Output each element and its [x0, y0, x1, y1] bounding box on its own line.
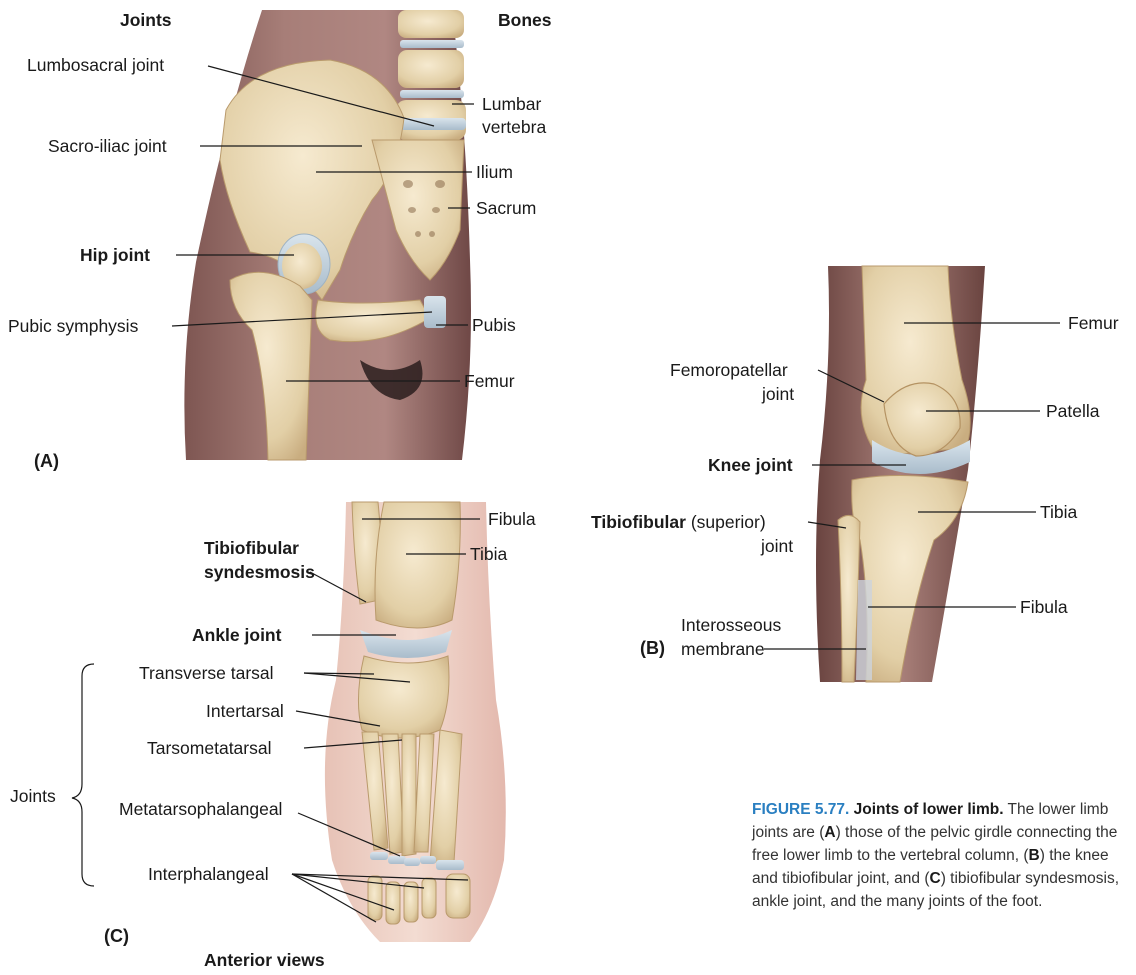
tarsal-bones — [358, 656, 449, 738]
metatarsal-bones — [362, 730, 462, 862]
figure-caption: FIGURE 5.77. Joints of lower limb. The l… — [752, 798, 1124, 913]
panel-b-letter: (B) — [640, 638, 665, 658]
label-fibula-c: Fibula — [488, 509, 536, 529]
lumbar-vertebrae — [396, 10, 466, 140]
label-knee-joint: Knee joint — [708, 455, 793, 475]
label-vertebra: vertebra — [482, 117, 546, 137]
label-tibiofibular: Tibiofibular (superior) — [591, 512, 766, 532]
label-patella: Patella — [1046, 401, 1100, 421]
panel-b-illustration — [816, 266, 985, 682]
header-joints: Joints — [120, 10, 172, 30]
label-tibiofibular-joint: joint — [760, 536, 793, 556]
label-femur-a: Femur — [464, 371, 515, 391]
label-fibula-b: Fibula — [1020, 597, 1068, 617]
label-joints-bracket: Joints — [10, 786, 56, 806]
label-interosseous-membrane: membrane — [681, 639, 765, 659]
label-transverse-tarsal: Transverse tarsal — [139, 663, 274, 683]
label-anterior-views: Anterior views — [204, 950, 325, 970]
label-ankle-joint: Ankle joint — [192, 625, 282, 645]
panel-a-illustration — [184, 10, 471, 460]
joints-brace — [72, 664, 94, 886]
label-ilium: Ilium — [476, 162, 513, 182]
label-syndesmosis-1: Tibiofibular — [204, 538, 299, 558]
caption-ref-a: A — [824, 824, 835, 841]
figure-number: FIGURE 5.77. — [752, 801, 849, 818]
label-lumbar: Lumbar — [482, 94, 542, 114]
figure-title: Joints of lower limb. — [854, 801, 1004, 818]
panel-c-letter: (C) — [104, 926, 129, 946]
label-tibia-b: Tibia — [1040, 502, 1078, 522]
label-intertarsal: Intertarsal — [206, 701, 284, 721]
label-pubic-symphysis: Pubic symphysis — [8, 316, 139, 336]
tibia-lower — [375, 502, 460, 628]
label-syndesmosis-2: syndesmosis — [204, 562, 315, 582]
caption-ref-c: C — [930, 870, 941, 887]
label-tarsometatarsal: Tarsometatarsal — [147, 738, 272, 758]
label-pubis: Pubis — [472, 315, 516, 335]
label-femoropatellar-joint: joint — [761, 384, 794, 404]
label-lumbosacral-joint: Lumbosacral joint — [27, 55, 164, 75]
panel-a-letter: (A) — [34, 451, 59, 471]
label-tibia-c: Tibia — [470, 544, 508, 564]
label-interosseous: Interosseous — [681, 615, 781, 635]
label-femur-b: Femur — [1068, 313, 1119, 333]
label-femoropatellar: Femoropatellar — [670, 360, 788, 380]
label-interphalangeal: Interphalangeal — [148, 864, 269, 884]
label-sacroiliac-joint: Sacro-iliac joint — [48, 136, 167, 156]
label-metatarsophalangeal: Metatarsophalangeal — [119, 799, 282, 819]
caption-ref-b: B — [1029, 847, 1040, 864]
header-bones: Bones — [498, 10, 552, 30]
label-hip-joint: Hip joint — [80, 245, 150, 265]
label-sacrum: Sacrum — [476, 198, 536, 218]
interosseous-membrane — [856, 580, 872, 680]
